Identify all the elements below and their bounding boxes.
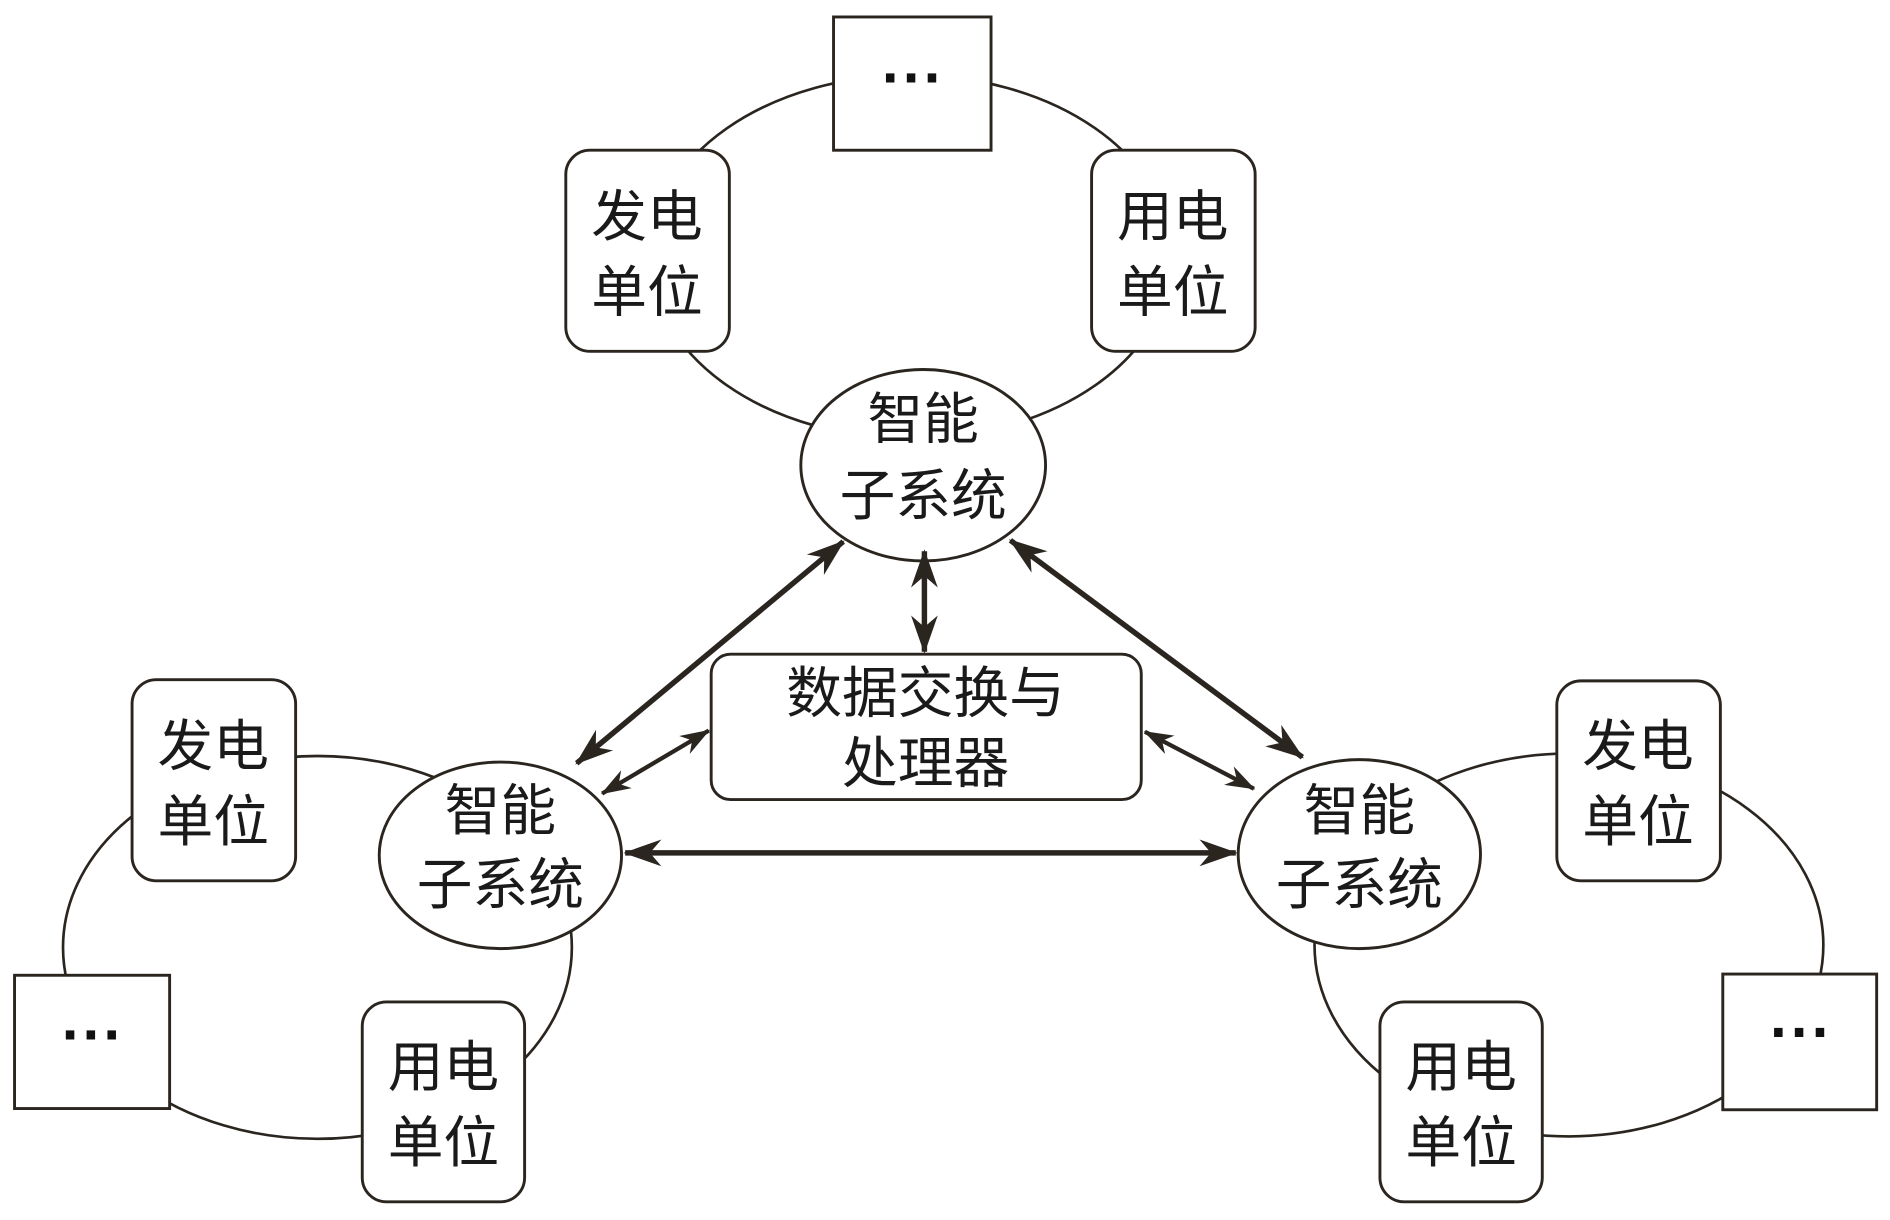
processor-label: 数据交换与 [786,661,1065,726]
subsystem-left: 发电 单位 ··· 用电 单位 智能 子系统 [13,678,623,1204]
consumption-unit-label: 单位 [1405,1111,1516,1176]
hub-label: 智能 [1304,779,1415,844]
hub-label: 子系统 [1276,853,1443,918]
arrow-top-hub-to-left-hub [574,539,845,766]
arrow-right-hub-to-processor [1143,729,1256,791]
more-units-box-right[interactable]: ··· [1721,972,1879,1112]
consumption-unit-label: 单位 [1117,260,1228,325]
consumption-unit-label: 单位 [388,1111,499,1176]
generation-unit-right[interactable]: 发电 单位 [1555,679,1722,883]
consumption-unit-top[interactable]: 用电 单位 [1090,148,1257,353]
consumption-unit-label: 用电 [1405,1036,1516,1101]
data-exchange-processor[interactable]: 数据交换与 处理器 [709,652,1143,802]
more-units-box-top[interactable]: ··· [832,15,993,152]
ring-left [61,754,574,1141]
generation-unit-label: 发电 [158,715,269,780]
smart-subsystem-hub-top[interactable]: 智能 子系统 [799,368,1048,563]
generation-unit-label: 单位 [591,260,702,325]
smart-subsystem-hub-left[interactable]: 智能 子系统 [377,760,623,951]
hub-label: 智能 [867,388,978,453]
generation-unit-label: 发电 [591,185,702,250]
hub-label: 子系统 [840,464,1007,529]
generation-unit-top[interactable]: 发电 单位 [564,148,731,353]
smart-subsystem-hub-right[interactable]: 智能 子系统 [1236,758,1482,951]
consumption-unit-left[interactable]: 用电 单位 [360,1000,527,1204]
arrow-left-hub-to-processor [600,728,711,796]
ellipsis-icon: ··· [881,50,944,106]
consumption-unit-label: 用电 [1117,185,1228,250]
subsystem-right: 发电 单位 ··· 用电 单位 智能 子系统 [1236,679,1879,1204]
generation-unit-left[interactable]: 发电 单位 [130,678,298,883]
hub-label: 子系统 [417,853,584,918]
generation-unit-label: 单位 [158,790,269,855]
arrow-top-hub-to-right-hub [1008,538,1305,760]
ellipsis-icon: ··· [61,1008,123,1064]
processor-label: 处理器 [842,732,1009,797]
generation-unit-label: 单位 [1582,790,1693,855]
consumption-unit-label: 用电 [388,1036,499,1101]
subsystem-top: ··· 发电 单位 用电 单位 智能 子系统 [564,15,1257,563]
more-units-box-left[interactable]: ··· [13,973,172,1110]
generation-unit-label: 发电 [1582,715,1693,780]
hub-label: 智能 [445,779,556,844]
consumption-unit-right[interactable]: 用电 单位 [1378,1000,1544,1204]
ellipsis-icon: ··· [1769,1005,1832,1061]
